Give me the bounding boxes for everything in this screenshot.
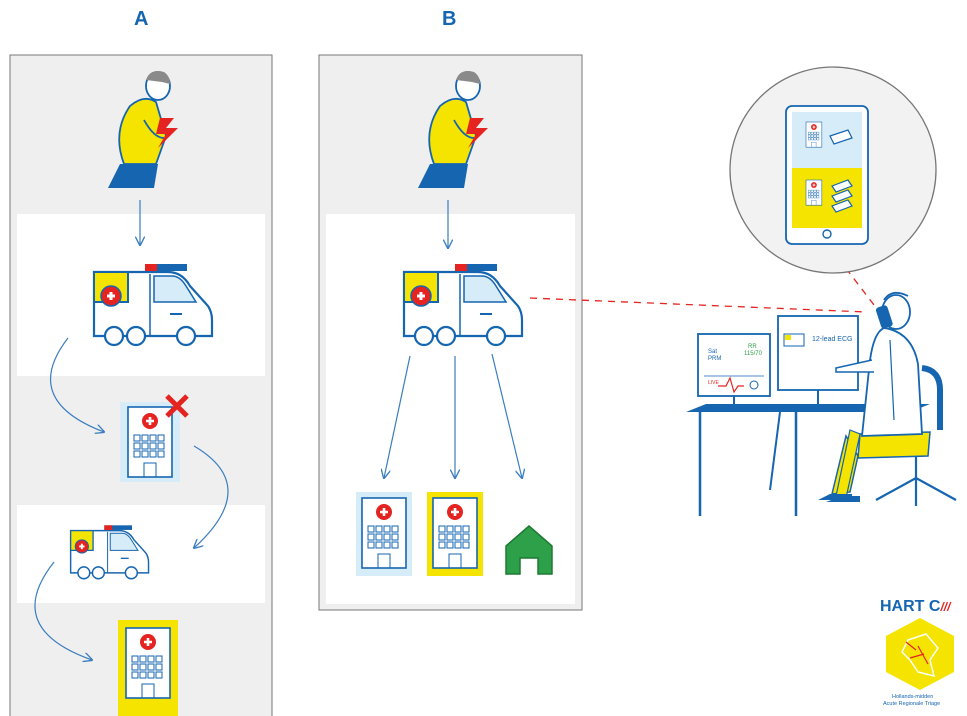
rejected-x-icon (165, 394, 189, 418)
panel-a (9, 54, 273, 716)
hart-c-logo: HART C/// Hollands-midden Acute Regional… (880, 598, 960, 710)
tablet-home-button (822, 229, 832, 239)
hart-c-name: HART C (880, 598, 941, 615)
hospital-b-1 (360, 496, 408, 570)
hospital-a-2 (124, 626, 172, 700)
panel-b (318, 54, 583, 611)
triage-workstation (686, 291, 957, 516)
monitor-left-live: LIVE (708, 380, 719, 386)
hospital-a-1 (126, 405, 174, 479)
monitor-left-bp: 115/70 (744, 351, 762, 357)
logo-slashes-icon: /// (940, 600, 951, 614)
hospital-b-2 (431, 496, 479, 570)
hart-c-sub2: Acute Regionale Triage (883, 701, 941, 707)
monitor-left-sat: Sat (708, 349, 718, 355)
tablet-zoom (729, 66, 937, 274)
home-icon (505, 525, 553, 575)
monitor-right (777, 315, 859, 391)
monitor-right-title: 12-lead ECG (812, 336, 853, 343)
monitor-left-rr: RR (748, 344, 757, 350)
monitor-left-prm: PRM (708, 356, 722, 362)
panel-b-label: B (442, 8, 457, 30)
connection-line-ambulance (529, 297, 867, 313)
hart-c-sub1: Hollands-midden (892, 694, 934, 700)
hart-c-shield-icon (886, 618, 954, 690)
monitor-left (697, 333, 771, 397)
hart-c-logo-title: HART C/// (880, 598, 960, 616)
panel-a-label: A (134, 8, 149, 30)
